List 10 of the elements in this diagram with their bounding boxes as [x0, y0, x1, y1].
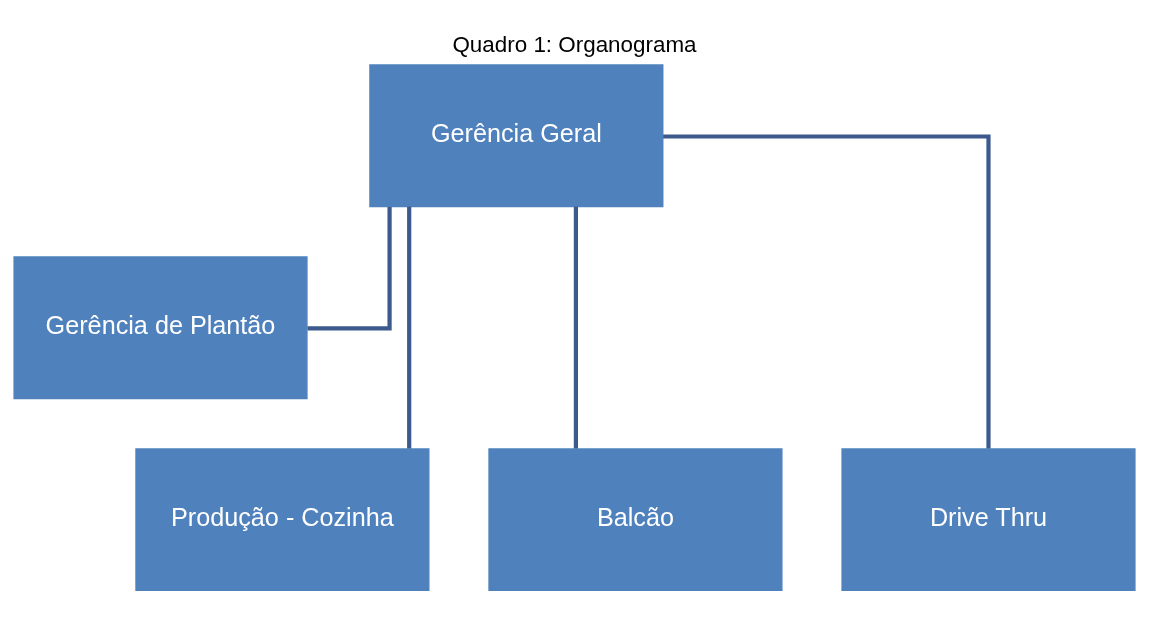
connector: [307, 206, 392, 331]
node-box: Gerência Geral: [369, 64, 664, 208]
node-box: Gerência de Plantão: [13, 256, 308, 400]
connector: [663, 134, 991, 449]
connector: [407, 206, 412, 449]
node-box: Drive Thru: [841, 448, 1136, 592]
connector: [573, 206, 578, 449]
node-box: Produção - Cozinha: [135, 448, 430, 592]
node-box: Balcão: [488, 448, 783, 592]
diagram-title: Quadro 1: Organograma: [452, 32, 697, 58]
